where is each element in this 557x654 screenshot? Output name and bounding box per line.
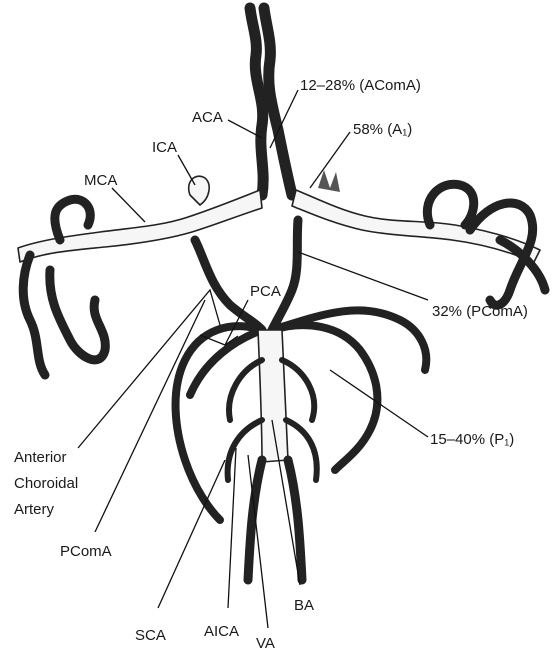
label-aca: ACA	[192, 109, 223, 126]
label-pca: PCA	[250, 283, 281, 300]
leader-pcoma	[95, 300, 205, 532]
label-ba: BA	[294, 597, 314, 614]
label-va: VA	[256, 635, 275, 649]
label-mca: MCA	[84, 172, 117, 189]
label-ant-choroidal-line1: Anterior	[14, 449, 67, 466]
pca-branches	[176, 310, 427, 520]
label-p1-pct: 15–40% (P₁)	[430, 431, 514, 448]
leader-ica	[178, 155, 195, 185]
label-acoma-pct: 12–28% (AComA)	[300, 77, 421, 94]
leader-mca	[112, 188, 145, 222]
label-ica: ICA	[152, 139, 177, 156]
label-sca: SCA	[135, 627, 166, 644]
label-ant-choroidal-line3: Artery	[14, 501, 55, 518]
label-aica: AICA	[204, 623, 239, 640]
basilar-artery	[258, 330, 288, 462]
label-pcoma-pct: 32% (PComA)	[432, 303, 528, 320]
leader-p1-pct	[330, 370, 428, 437]
label-a1-pct: 58% (A₁)	[353, 121, 412, 138]
leader-pcoma-pct	[298, 252, 428, 300]
ica-right-shade	[318, 170, 340, 192]
label-ant-choroidal-line2: Choroidal	[14, 475, 78, 492]
vessel-drawing	[18, 8, 545, 580]
label-pcoma: PComA	[60, 543, 112, 560]
leader-a1	[310, 132, 350, 188]
